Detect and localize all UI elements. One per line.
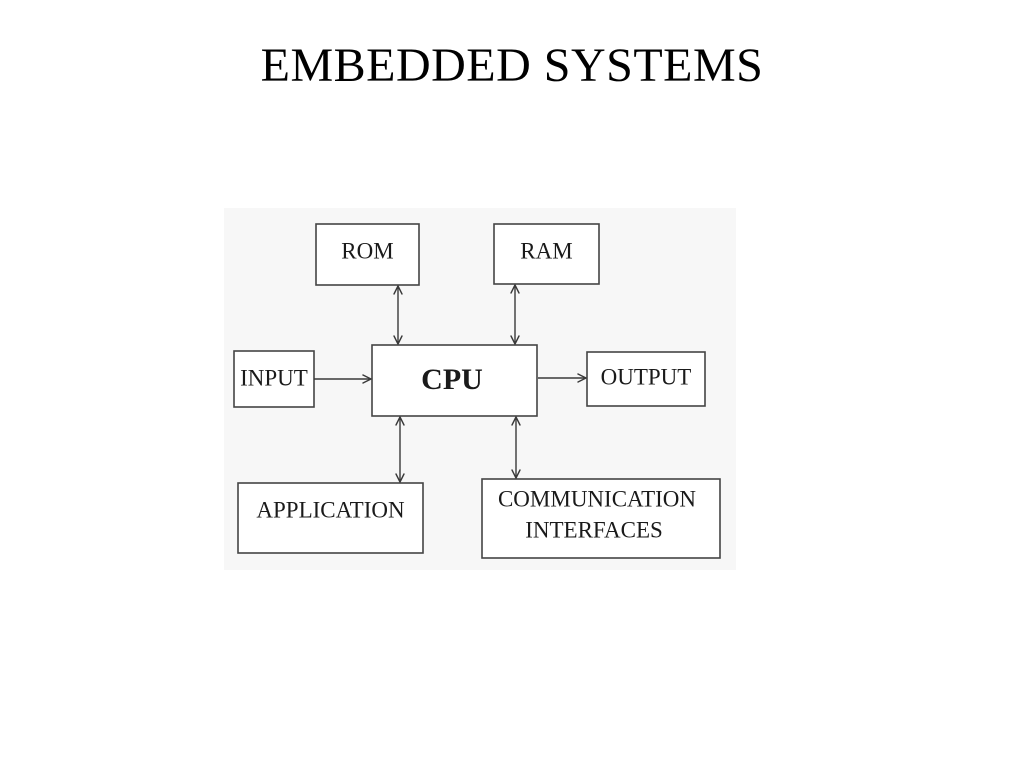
rom-node: ROM — [315, 223, 420, 286]
input-label: INPUT — [240, 365, 308, 390]
communication-interfaces-node: COMMUNICATION INTERFACES — [481, 478, 721, 559]
arrowhead-down — [510, 335, 520, 345]
rom-label: ROM — [341, 238, 393, 263]
arrowhead-up — [510, 284, 520, 294]
arrowhead-right — [577, 373, 587, 383]
arrowhead-down — [395, 473, 405, 483]
arrowhead-down — [393, 335, 403, 345]
ram-cpu-connector — [510, 284, 520, 345]
arrowhead-up — [511, 416, 521, 426]
cpu-output-connector — [538, 373, 587, 383]
ram-node: RAM — [493, 223, 600, 285]
arrowhead-down — [511, 469, 521, 479]
cpu-node: CPU — [371, 344, 538, 417]
arrowhead-right — [362, 374, 372, 384]
arrowhead-up — [395, 416, 405, 426]
cpu-label: CPU — [421, 363, 483, 396]
communication-label-line1: COMMUNICATION — [498, 486, 696, 511]
communication-label-line2: INTERFACES — [525, 517, 663, 542]
application-label: APPLICATION — [256, 497, 405, 522]
application-node: APPLICATION — [237, 482, 424, 554]
ram-label: RAM — [520, 238, 572, 263]
output-node: OUTPUT — [586, 351, 706, 407]
cpu-communication-connector — [511, 416, 521, 479]
cpu-application-connector — [395, 416, 405, 483]
rom-cpu-connector — [393, 285, 403, 345]
slide-title: EMBEDDED SYSTEMS — [260, 39, 764, 92]
arrowhead-up — [393, 285, 403, 295]
output-label: OUTPUT — [601, 364, 692, 389]
input-node: INPUT — [233, 350, 315, 408]
input-cpu-connector — [314, 374, 372, 384]
